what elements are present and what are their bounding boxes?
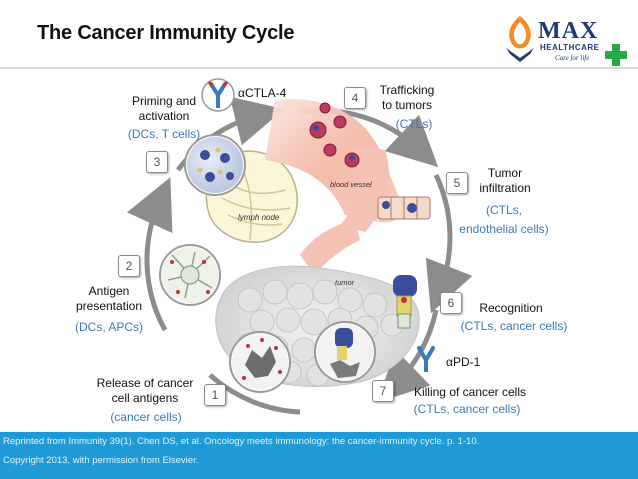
logo-tagline: Care for life: [555, 54, 590, 62]
lymph-node-label: lymph node: [238, 213, 280, 222]
cancer-immunity-diagram: lymph node blood vessel tumor: [126, 78, 473, 415]
logo-cross-icon: [605, 44, 627, 66]
step-6-sub: (CTLs, cancer cells): [460, 319, 568, 333]
step-7-badge: 7: [372, 380, 394, 402]
pd1-label: αPD-1: [446, 355, 481, 369]
antigen-presentation-circle: [159, 244, 221, 306]
step-4-badge: 4: [344, 87, 366, 109]
logo-name: MAX: [538, 18, 599, 44]
logo-mark-icon: [506, 16, 534, 62]
citation-line-1: Reprinted from Immunity 39(1). Chen DS, …: [3, 436, 480, 447]
step-3-badge: 3: [146, 151, 168, 173]
step-5-badge: 5: [446, 172, 468, 194]
priming-cells-circle: [184, 134, 246, 196]
tumor-label: tumor: [335, 278, 355, 287]
blood-vessel: [265, 99, 402, 275]
logo-sub: HEALTHCARE: [540, 43, 600, 52]
step-7-label: Killing of cancer cells: [413, 385, 527, 399]
step-2-sub: (DCs, APCs): [74, 320, 143, 334]
anti-pd1-antibody-icon: [417, 346, 435, 372]
ctla4-label: αCTLA-4: [238, 86, 287, 100]
title-divider: [0, 67, 638, 69]
step-4-sub: (CTLs): [395, 117, 433, 131]
antigen-release-circle: [229, 331, 291, 393]
step-1-sub: (cancer cells): [110, 410, 182, 424]
blood-vessel-label: blood vessel: [330, 180, 372, 189]
endothelial-wall: [377, 196, 431, 220]
max-healthcare-logo: MAX HEALTHCARE Care for life: [500, 12, 632, 66]
recognition-cell: [393, 275, 417, 329]
step-3-sub: (DCs, T cells): [127, 127, 201, 141]
anti-ctla4-antibody-icon: [201, 78, 235, 112]
citation-footer: Reprinted from Immunity 39(1). Chen DS, …: [0, 432, 638, 479]
step-6-label: Recognition: [479, 301, 543, 315]
step-6-badge: 6: [440, 292, 462, 314]
step-7-sub: (CTLs, cancer cells): [413, 402, 521, 416]
step-1-badge: 1: [204, 384, 226, 406]
citation-line-2: Copyright 2013, with permission from Els…: [3, 455, 199, 466]
killing-cells-circle: [314, 321, 376, 383]
page-title: The Cancer Immunity Cycle: [37, 22, 295, 44]
step-2-badge: 2: [118, 255, 140, 277]
step-5-sub: (CTLs,endothelial cells): [459, 203, 549, 236]
